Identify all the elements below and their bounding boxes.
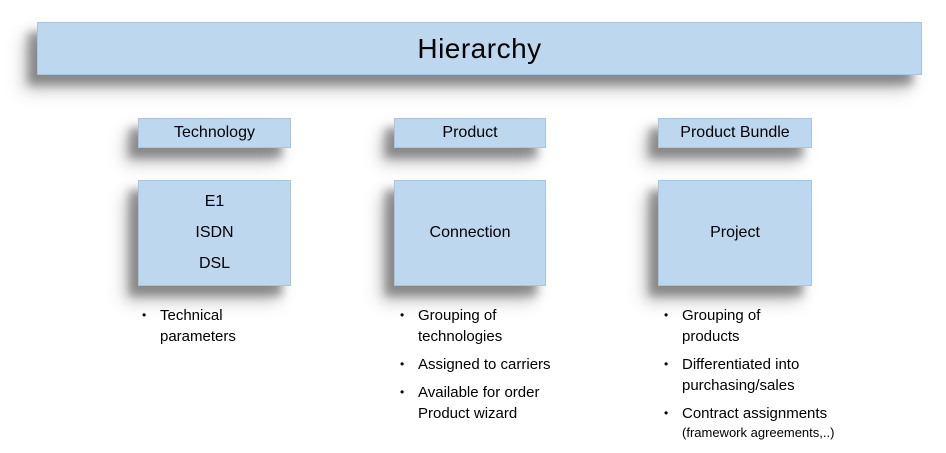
product-bundle-bullet-list: • Grouping of products • Differentiated … <box>662 305 902 448</box>
bullet-line: parameters <box>160 328 236 345</box>
bullet-line: Grouping of <box>682 307 761 324</box>
bullet-text: Grouping of technologies <box>418 305 576 347</box>
bullet-dot: • <box>664 357 669 371</box>
bullet-dot: • <box>400 385 405 399</box>
bullet-text: Available for order Product wizard <box>418 382 576 424</box>
title-bar: Hierarchy <box>37 22 922 75</box>
bullet-text: Grouping of products <box>682 305 902 347</box>
bullet-dot: • <box>400 357 405 371</box>
technology-bullet-list: • Technical parameters <box>140 305 312 354</box>
bullet-line: Available for order <box>418 384 540 401</box>
box-line: DSL <box>198 255 231 272</box>
technology-box: E1 ISDN DSL <box>138 180 291 286</box>
product-bullet-list: • Grouping of technologies • Assigned to… <box>398 305 576 431</box>
bullet-item: • Technical parameters <box>140 305 312 347</box>
box-line: Connection <box>429 224 511 241</box>
bullet-dot: • <box>664 406 669 420</box>
bullet-line: technologies <box>418 328 503 345</box>
bullet-item: • Assigned to carriers <box>398 354 576 375</box>
bullet-line: Grouping of <box>418 307 497 324</box>
bullet-line: Differentiated into <box>682 356 800 373</box>
box-line: ISDN <box>195 224 234 241</box>
bullet-item: • Grouping of technologies <box>398 305 576 347</box>
bullet-item: • Contract assignments (framework agreem… <box>662 403 902 441</box>
box-line: Project <box>710 224 760 241</box>
bullet-line: purchasing/sales <box>682 377 795 394</box>
column-header-label: Product <box>442 124 498 141</box>
bullet-item: • Grouping of products <box>662 305 902 347</box>
bullet-item: • Differentiated into purchasing/sales <box>662 354 902 396</box>
bullet-line: Contract assignments <box>682 405 828 422</box>
bullet-dot: • <box>142 308 147 322</box>
bullet-text: Differentiated into purchasing/sales <box>682 354 902 396</box>
column-header-label: Technology <box>174 124 255 141</box>
bullet-item: • Available for order Product wizard <box>398 382 576 424</box>
bullet-dot: • <box>400 308 405 322</box>
bullet-text: Technical parameters <box>160 305 312 347</box>
bullet-line: products <box>682 328 740 345</box>
bullet-text: Contract assignments (framework agreemen… <box>682 403 902 441</box>
bullet-note: (framework agreements,..) <box>682 425 835 440</box>
column-header-product-bundle: Product Bundle <box>658 118 812 148</box>
page-title: Hierarchy <box>417 32 542 64</box>
bullet-text: Assigned to carriers <box>418 354 576 375</box>
bullet-line: Assigned to carriers <box>418 356 551 373</box>
bullet-dot: • <box>664 308 669 322</box>
box-line: E1 <box>204 193 225 210</box>
bullet-line: Technical <box>160 307 223 324</box>
bullet-line: Product wizard <box>418 405 518 422</box>
column-header-technology: Technology <box>138 118 291 148</box>
column-header-label: Product Bundle <box>680 124 790 141</box>
connection-box: Connection <box>394 180 546 286</box>
column-header-product: Product <box>394 118 546 148</box>
project-box: Project <box>658 180 812 286</box>
